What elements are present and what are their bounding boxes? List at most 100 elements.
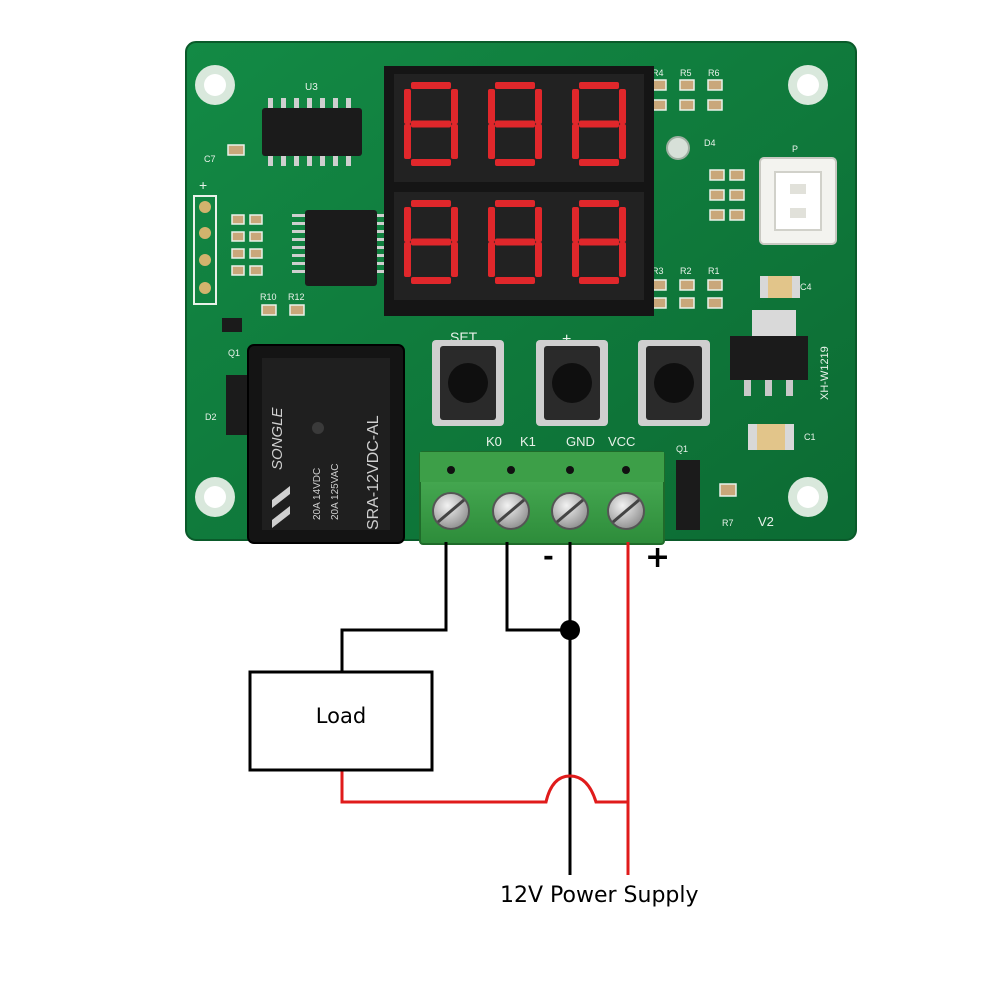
mounting-holes — [195, 65, 828, 517]
board-version-label: V2 — [758, 514, 774, 529]
ic-u3: U3 — [262, 82, 362, 166]
display-segment — [619, 124, 626, 159]
terminal-screw-k1[interactable] — [492, 492, 530, 530]
display-segment — [451, 242, 458, 277]
display-segment — [411, 238, 451, 246]
display-digit — [572, 200, 626, 284]
plus-button[interactable] — [536, 340, 608, 426]
wire-k1-to-ground — [505, 542, 570, 632]
silk-label: C4 — [800, 282, 812, 292]
silk-label: R4 — [652, 68, 664, 78]
display-segment — [579, 159, 619, 166]
minus-button[interactable] — [638, 340, 710, 426]
ic-driver — [292, 210, 390, 286]
display-segment — [495, 120, 535, 128]
display-segment — [619, 89, 626, 124]
silk-label: R2 — [680, 266, 692, 276]
positive-terminal-label: + — [645, 540, 671, 575]
status-led — [666, 136, 690, 160]
mounting-hole — [797, 74, 819, 96]
relay-brand-label: SONGLE — [269, 406, 286, 470]
silk-label: R12 — [288, 292, 305, 302]
capacitor-c4 — [760, 276, 800, 298]
set-button[interactable] — [432, 340, 504, 426]
wiring — [340, 542, 630, 875]
button-row: SET + — [432, 329, 710, 426]
plus-button-label: + — [562, 331, 571, 348]
display-segment — [579, 200, 619, 207]
silkscreen: C7 Q1 D2 R10 R12 C1 C4 R7 Q1 R1 R2 R3 R4… — [204, 68, 831, 529]
display-segment — [411, 159, 451, 166]
wire-k0-to-load — [340, 542, 448, 672]
display-digit — [488, 82, 542, 166]
display-segment — [488, 207, 495, 242]
silk-label: R3 — [652, 266, 664, 276]
relay-rating-ac: 20A 125VAC — [330, 463, 341, 520]
display-segment — [495, 82, 535, 89]
relay-rating-dc: 20A 14VDC — [312, 468, 323, 520]
connector-label: P — [792, 144, 798, 154]
mounting-hole — [204, 486, 226, 508]
display-segment — [535, 89, 542, 124]
silk-label: R10 — [260, 292, 277, 302]
display-segment — [535, 124, 542, 159]
silk-label: Q1 — [676, 444, 688, 454]
display-segment — [535, 207, 542, 242]
ic-u3-label: U3 — [305, 82, 318, 93]
board-model-label: XH-W1219 — [819, 346, 831, 400]
display-segment — [579, 277, 619, 284]
sensor-plus-label: + — [199, 177, 207, 193]
silk-label: Q1 — [228, 348, 240, 358]
display-segment — [572, 124, 579, 159]
silk-label: R6 — [708, 68, 720, 78]
silk-label: R5 — [680, 68, 692, 78]
display-segment — [619, 242, 626, 277]
display-segment — [579, 82, 619, 89]
jst-connector — [759, 157, 837, 245]
display-segment — [579, 120, 619, 128]
display-segment — [495, 200, 535, 207]
display-digit — [404, 82, 458, 166]
display-segment — [404, 89, 411, 124]
power-supply-label: 12V Power Supply — [500, 883, 699, 908]
display-segment — [572, 89, 579, 124]
display-panel — [384, 66, 654, 316]
load-box — [248, 670, 434, 772]
display-segment — [404, 207, 411, 242]
mounting-hole — [204, 74, 226, 96]
silk-label: R1 — [708, 266, 720, 276]
capacitor-c1 — [748, 424, 794, 450]
led-d4-label: D4 — [704, 138, 716, 148]
screw-terminal-block — [419, 451, 665, 545]
sensor-pin-header: + — [193, 177, 217, 305]
display-segment — [488, 242, 495, 277]
load-label: Load — [315, 704, 367, 728]
display-segment — [535, 242, 542, 277]
display-segment — [579, 238, 619, 246]
display-segment — [451, 207, 458, 242]
display-segment — [619, 207, 626, 242]
seven-segment-digits — [404, 82, 626, 284]
terminal-label-vcc: VCC — [608, 434, 635, 449]
display-segment — [495, 238, 535, 246]
display-segment — [411, 82, 451, 89]
display-segment — [488, 89, 495, 124]
display-segment — [451, 89, 458, 124]
display-segment — [495, 277, 535, 284]
mounting-hole — [797, 486, 819, 508]
display-segment — [572, 207, 579, 242]
terminal-screw-vcc[interactable] — [607, 492, 645, 530]
display-segment — [488, 124, 495, 159]
silk-label: C1 — [804, 432, 816, 442]
display-segment — [411, 200, 451, 207]
wire-junction — [560, 620, 580, 640]
silk-label: C7 — [204, 154, 216, 164]
terminal-screw-gnd[interactable] — [551, 492, 589, 530]
display-segment — [411, 277, 451, 284]
display-segment — [411, 120, 451, 128]
transistors — [222, 318, 248, 435]
terminal-label-gnd: GND — [566, 434, 595, 449]
terminal-screw-k0[interactable] — [432, 492, 470, 530]
display-segment — [404, 242, 411, 277]
